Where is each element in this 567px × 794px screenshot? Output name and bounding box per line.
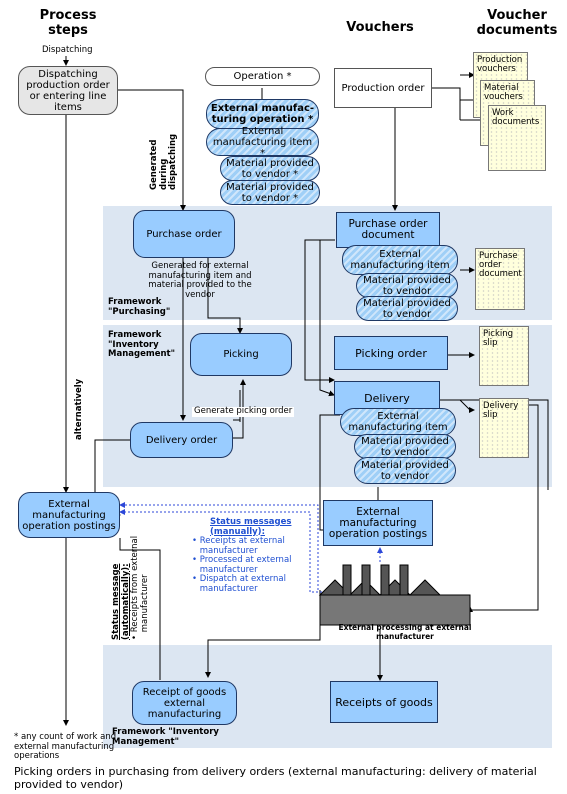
- label-generated-for: Generated for external manufacturing ite…: [148, 261, 252, 300]
- operation-box: Operation *: [205, 67, 320, 86]
- picking-order-box: Picking order: [334, 336, 448, 370]
- status-manual-item: • Processed at external manufacturer: [192, 555, 292, 575]
- material-box-2: Material provided to vendor *: [220, 180, 320, 205]
- header-process-steps: Process steps: [39, 8, 97, 38]
- header-vouchers: Vouchers: [346, 20, 414, 35]
- status-manual: Status messages (manually): • Receipts a…: [192, 517, 312, 594]
- receipt-ext-box: Receipt of goods external manufacturing: [132, 681, 237, 725]
- po-document-box: Purchase order document: [336, 212, 440, 248]
- po-ext-item-box: External manufacturing item: [342, 245, 458, 275]
- delivery-order-box: Delivery order: [130, 422, 233, 458]
- status-auto: Status message (automatically): • Receip…: [111, 530, 150, 640]
- label-framework-inventory: Framework "Inventory Management": [108, 330, 175, 359]
- label-dispatching: Dispatching: [42, 45, 93, 55]
- purchase-order-box: Purchase order: [133, 210, 235, 258]
- caption: Picking orders in purchasing from delive…: [14, 765, 537, 791]
- dispatching-box: Dispatching production order or entering…: [18, 66, 118, 115]
- doc-delivery-slip: Delivery slip: [479, 398, 529, 458]
- band-inventory: [103, 325, 552, 487]
- factory-icon: [318, 564, 471, 626]
- doc-picking-slip: Picking slip: [479, 326, 529, 386]
- doc-work-documents: Work documents: [488, 105, 546, 171]
- receipts-of-goods-box: Receipts of goods: [330, 681, 438, 723]
- del-ext-item-box: External manufacturing item: [340, 408, 456, 436]
- label-generate-picking-order: Generate picking order: [192, 406, 295, 417]
- del-material-box-1: Material provided to vendor: [354, 434, 456, 459]
- production-order-box: Production order: [334, 68, 432, 108]
- picking-box: Picking: [190, 333, 292, 376]
- footnote: * any count of work and external manufac…: [14, 732, 117, 761]
- header-voucher-documents: Voucher documents: [476, 8, 558, 38]
- material-box-1: Material provided to vendor *: [220, 156, 320, 181]
- ext-item-box: External manufacturing item *: [206, 126, 319, 159]
- ext-postings-process-box: External manufacturing operation posting…: [18, 492, 120, 538]
- label-framework-inventory-bottom: Framework "Inventory Management": [112, 727, 219, 747]
- po-material-box-1: Material provided to vendor: [356, 273, 458, 298]
- status-manual-item: • Receipts at external manufacturer: [192, 536, 285, 556]
- doc-po-document: Purchase order document: [475, 248, 525, 310]
- ext-postings-voucher-box: External manufacturing operation posting…: [323, 500, 433, 546]
- del-material-box-2: Material provided to vendor: [354, 457, 456, 484]
- label-alternatively: alternatively: [74, 378, 84, 440]
- label-framework-purchasing: Framework "Purchasing": [108, 297, 171, 317]
- status-manual-title: Status messages (manually):: [210, 517, 292, 537]
- ext-operation-box: External manufac-turing operation *: [206, 99, 319, 129]
- label-external-processing: External processing at external manufact…: [338, 623, 472, 641]
- label-generated-during-dispatching: Generated during dispatching: [149, 133, 178, 190]
- status-auto-title: Status message (automatically):: [111, 563, 131, 640]
- status-manual-item: • Dispatch at external manufacturer: [192, 574, 286, 594]
- po-material-box-2: Material provided to vendor: [356, 296, 458, 321]
- status-auto-item: • Receipts from external manufacturer: [130, 535, 150, 640]
